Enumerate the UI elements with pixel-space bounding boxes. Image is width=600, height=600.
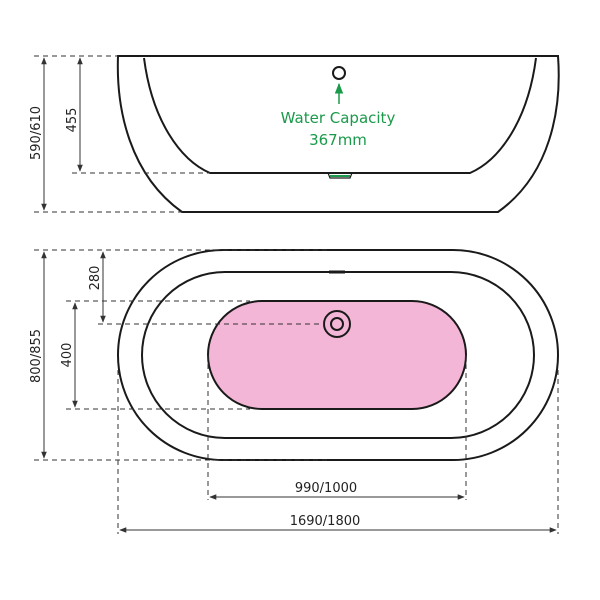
top-view: 800/855 280 400 990/1000 1690/1800: [29, 249, 559, 534]
side-inner-outline: [143, 57, 537, 174]
side-outer-outline: [116, 55, 560, 213]
top-offset-label: 280: [88, 266, 103, 291]
top-width-label: 800/855: [29, 329, 44, 383]
top-length-label: 1690/1800: [290, 514, 361, 529]
top-outer-outline: [117, 249, 559, 461]
top-basin-length-label: 990/1000: [295, 481, 357, 496]
drain-inner-icon: [330, 317, 344, 331]
water-capacity-label: Water Capacity: [281, 109, 396, 127]
side-view: 590/610 455 Water Capacity 367mm: [29, 55, 560, 213]
side-waste-outline: [327, 172, 353, 179]
side-overflow-icon: [332, 66, 346, 80]
water-capacity-value: 367mm: [309, 131, 367, 149]
side-height-label: 590/610: [29, 106, 44, 160]
top-basin-width-label: 400: [60, 343, 75, 368]
side-depth-label: 455: [65, 108, 80, 133]
